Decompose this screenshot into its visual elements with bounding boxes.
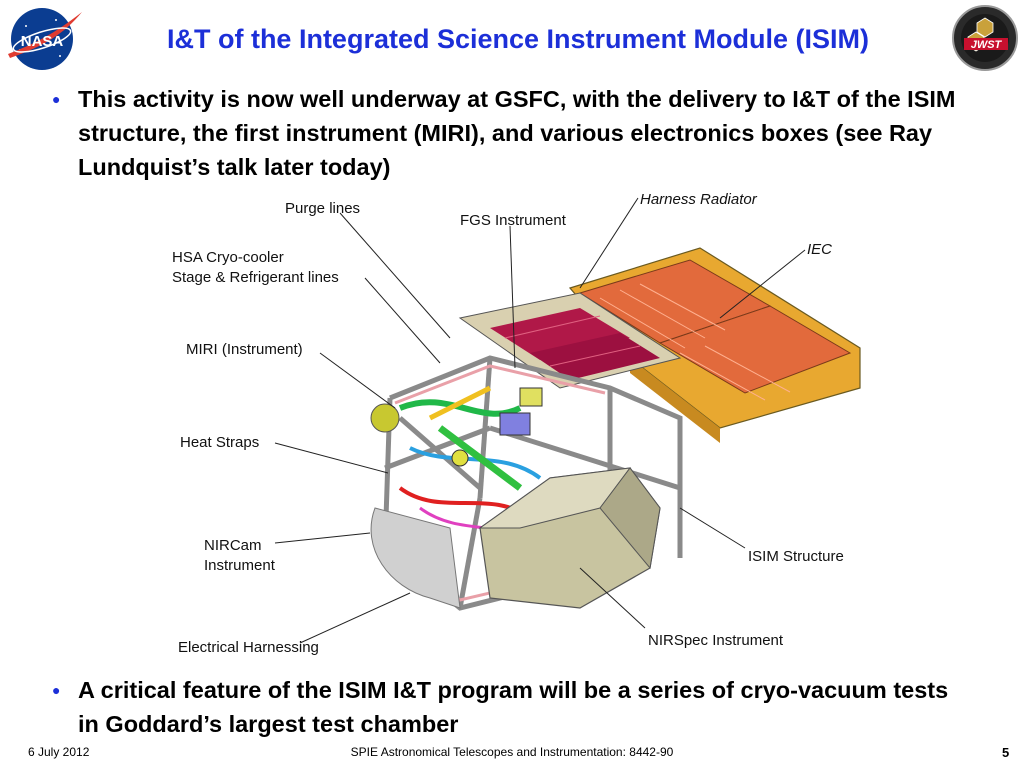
footer-date: 6 July 2012 [28, 745, 90, 759]
label-miri: MIRI (Instrument) [186, 341, 303, 358]
bullet-text: A critical feature of the ISIM I&T progr… [78, 677, 949, 737]
footer-conference: SPIE Astronomical Telescopes and Instrum… [350, 745, 674, 759]
internal-components [370, 385, 561, 550]
leader-lines [274, 197, 806, 644]
nirspec-enclosure [478, 467, 661, 609]
page-number: 5 [1002, 745, 1010, 760]
bullet-item: ● This activity is now well underway at … [52, 82, 972, 184]
label-nirspec: NIRSpec Instrument [648, 632, 784, 649]
label-purge-lines: Purge lines [285, 200, 360, 217]
nasa-logo-text: NASA [21, 33, 64, 50]
label-nircam-line2: Instrument [204, 557, 276, 574]
nircam-housing [370, 507, 461, 609]
label-electrical-harnessing: Electrical Harnessing [178, 639, 319, 656]
label-fgs-instrument: FGS Instrument [460, 212, 567, 229]
jwst-logo-text: JWST [971, 39, 1003, 51]
label-harness-radiator: Harness Radiator [640, 191, 758, 208]
jwst-logo: JWST [952, 5, 1018, 71]
bullet-icon: ● [52, 682, 61, 698]
label-isim-structure: ISIM Structure [748, 548, 844, 565]
label-hsa-line2: Stage & Refrigerant lines [172, 269, 339, 286]
iec-panel [568, 247, 861, 443]
label-nircam-line1: NIRCam [204, 537, 262, 554]
isim-diagram: Purge lines FGS Instrument Harness Radia… [172, 191, 861, 656]
nasa-logo: NASA [8, 8, 82, 70]
bullet-text: This activity is now well underway at GS… [78, 86, 956, 180]
slide-title: I&T of the Integrated Science Instrument… [166, 24, 870, 54]
bullet-icon: ● [52, 91, 61, 107]
label-heat-straps: Heat Straps [180, 434, 259, 451]
label-iec: IEC [807, 241, 832, 258]
label-hsa-line1: HSA Cryo-cooler [172, 249, 284, 266]
bullet-item: ● A critical feature of the ISIM I&T pro… [52, 673, 972, 741]
